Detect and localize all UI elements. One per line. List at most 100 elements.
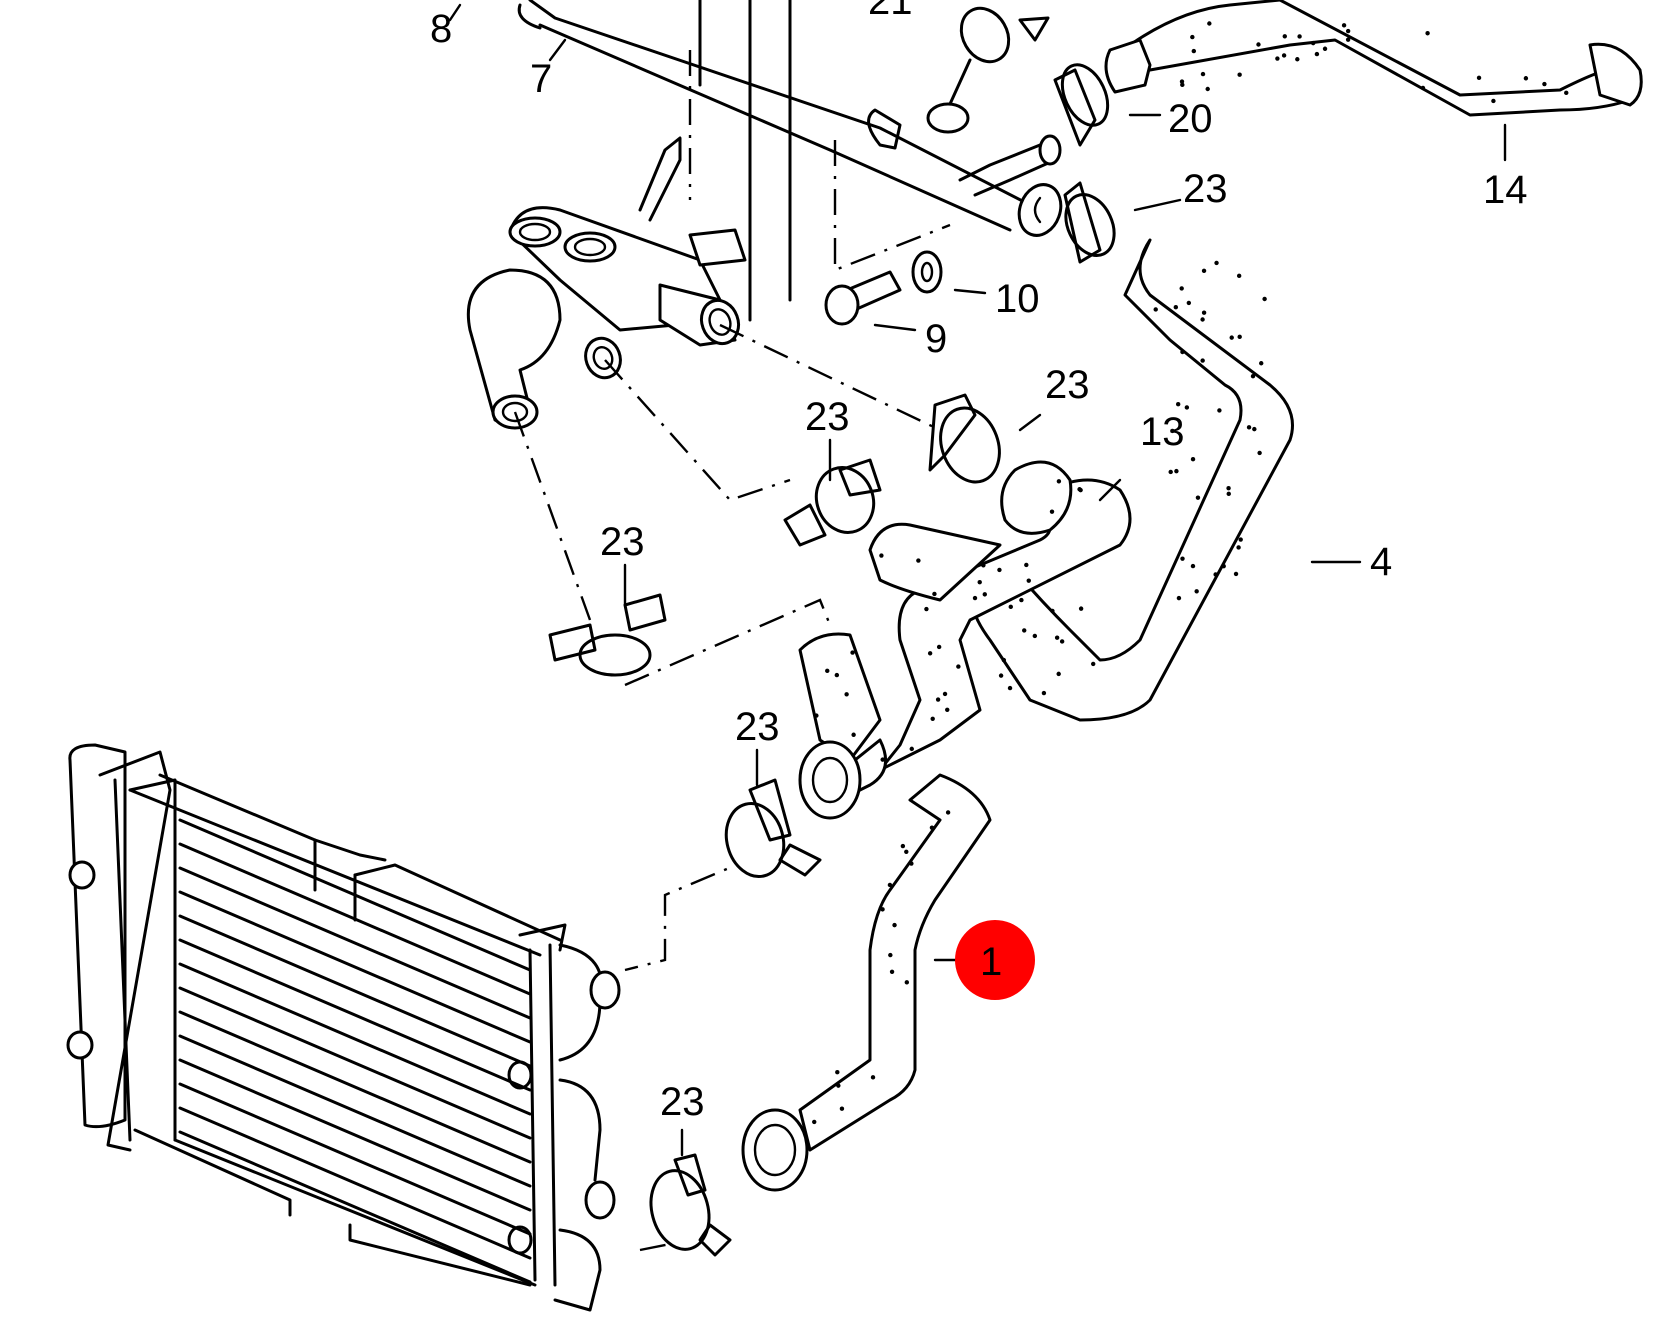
- texture-dot: [839, 1106, 845, 1111]
- texture-dot: [1564, 90, 1569, 96]
- texture-dot: [1200, 71, 1206, 77]
- radiator-fin: [178, 938, 532, 1092]
- assembly-lines: [513, 323, 941, 1252]
- radiator-fin: [178, 842, 532, 996]
- texture-dot: [1345, 28, 1351, 34]
- radiator-fin: [178, 1034, 532, 1188]
- hose-13[interactable]: [868, 460, 1132, 772]
- texture-dot: [1250, 374, 1256, 379]
- texture-dot: [1170, 428, 1175, 434]
- texture-dot: [1246, 425, 1252, 430]
- texture-dot: [1217, 408, 1222, 413]
- texture-dot: [835, 1070, 840, 1075]
- texture-dot: [1201, 310, 1207, 315]
- bolt-9[interactable]: [824, 270, 902, 326]
- coolant-nipple: [926, 102, 1062, 197]
- texture-dot: [1226, 486, 1231, 491]
- callout-label: 13: [1140, 410, 1185, 454]
- texture-dot: [935, 697, 941, 702]
- highlight-marker: [955, 920, 1035, 1000]
- hose-clamp-23[interactable]: [548, 593, 667, 677]
- leader-lines: [448, 3, 1507, 1157]
- texture-dot: [1078, 487, 1083, 493]
- texture-dot: [1175, 402, 1181, 407]
- texture-dot: [1221, 563, 1226, 569]
- hose-clamp-23[interactable]: [643, 1153, 732, 1257]
- texture-dot: [1252, 426, 1257, 432]
- texture-dot: [1049, 509, 1055, 514]
- texture-dot: [1214, 260, 1219, 266]
- texture-dot: [851, 732, 856, 737]
- pipe-7[interactable]: [517, 0, 1068, 241]
- texture-dot: [1236, 545, 1241, 550]
- texture-dot: [1186, 300, 1192, 306]
- callout-label: 21: [868, 0, 913, 23]
- hose-14[interactable]: [1104, 0, 1643, 117]
- hose-clamp-21[interactable]: [952, 0, 1050, 70]
- texture-dot: [889, 969, 895, 974]
- coolant-flange[interactable]: [466, 136, 747, 430]
- texture-dot: [929, 825, 935, 830]
- texture-dot: [916, 558, 921, 563]
- texture-dot: [1190, 34, 1195, 40]
- texture-dot: [1041, 690, 1047, 696]
- texture-dot: [1233, 571, 1239, 577]
- texture-dot: [1282, 34, 1287, 39]
- callout-label: 9: [925, 317, 947, 361]
- callout-label: 23: [1183, 167, 1228, 211]
- hose-clamp-23[interactable]: [783, 458, 883, 547]
- texture-dot: [1236, 273, 1242, 279]
- texture-dot: [1176, 595, 1182, 601]
- texture-dot: [879, 553, 884, 558]
- hose-clamp-23[interactable]: [928, 393, 1009, 490]
- callout-label: 23: [660, 1080, 705, 1124]
- radiator-fin: [178, 986, 532, 1140]
- texture-dot: [1019, 597, 1024, 603]
- texture-dot: [1179, 79, 1185, 84]
- hose-clamp-23[interactable]: [718, 778, 822, 883]
- hose-1[interactable]: [741, 632, 992, 1192]
- callout-label: 14: [1483, 168, 1528, 212]
- texture-dot: [1001, 657, 1007, 663]
- texture-dot: [1523, 76, 1529, 81]
- radiator-fin: [178, 1082, 532, 1236]
- radiator-fin: [178, 818, 532, 972]
- texture-dot: [850, 650, 855, 655]
- radiator-fin: [178, 1010, 532, 1164]
- texture-dot: [1229, 335, 1234, 340]
- texture-dot: [1238, 537, 1243, 542]
- texture-dot: [930, 716, 935, 721]
- texture-dot: [1256, 42, 1261, 47]
- texture-dot: [880, 757, 885, 762]
- hose-clamp-20[interactable]: [1053, 58, 1116, 147]
- texture-dot: [1026, 578, 1031, 583]
- texture-dot: [1180, 82, 1185, 88]
- texture-dot: [1056, 479, 1062, 484]
- texture-dot: [1322, 46, 1328, 51]
- texture-dot: [1205, 86, 1210, 92]
- texture-dot: [945, 707, 950, 712]
- texture-dot: [1007, 685, 1013, 691]
- radiator-fin: [178, 890, 532, 1044]
- texture-dot: [1345, 37, 1351, 42]
- texture-dot: [888, 952, 893, 958]
- washer-10[interactable]: [911, 250, 943, 294]
- radiator-fin: [178, 866, 532, 1020]
- hose-clamp-23[interactable]: [1057, 181, 1124, 264]
- texture-dot: [945, 810, 951, 815]
- callout-label: 8: [430, 7, 452, 51]
- callout-label: 23: [600, 520, 645, 564]
- texture-dot: [880, 907, 885, 912]
- texture-dot: [1310, 40, 1316, 46]
- texture-dot: [1226, 491, 1231, 497]
- hose-texture: [812, 21, 1569, 1125]
- texture-dot: [1297, 34, 1302, 39]
- texture-dot: [1491, 98, 1496, 104]
- texture-dot: [1056, 671, 1061, 677]
- texture-dot: [936, 644, 942, 650]
- texture-dot: [1190, 457, 1196, 462]
- radiator[interactable]: [66, 743, 621, 1312]
- callout-label: 23: [1045, 363, 1090, 407]
- texture-dot: [1257, 450, 1262, 456]
- texture-dot: [1032, 633, 1038, 639]
